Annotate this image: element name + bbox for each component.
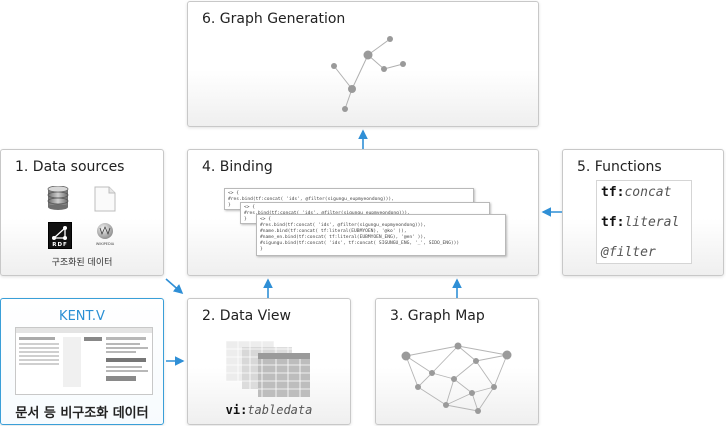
rdf-label: RDF xyxy=(52,242,68,248)
wikipedia-icon xyxy=(97,223,113,239)
code-line: } xyxy=(228,203,231,208)
data-view-box: 2. Data View vi:tabledata xyxy=(187,298,351,425)
graph-generation-box: 6. Graph Generation xyxy=(187,1,539,127)
database-icon xyxy=(47,186,69,210)
graph-map-box: 3. Graph Map xyxy=(375,298,539,425)
document-icon xyxy=(94,186,116,212)
code-line: <> { xyxy=(260,217,272,222)
rdf-icon: RDF xyxy=(48,222,72,249)
function-prefix: tf: xyxy=(601,215,625,230)
code-line: <> { xyxy=(244,205,256,210)
code-line: #res.bind(tf:concat( 'ids', @filter(sigu… xyxy=(244,211,410,216)
binding-code-card-3: <> { #res.bind(tf:concat( 'ids', @filter… xyxy=(256,214,506,256)
kent-screenshot xyxy=(15,327,153,395)
code-line: #res.bind(tf:concat( 'ids', @filter(sigu… xyxy=(228,197,394,202)
arrow-sources-to-dataview xyxy=(165,278,184,295)
graph-map-title: 3. Graph Map xyxy=(390,308,485,324)
function-filter: @filter xyxy=(601,245,656,260)
functions-panel: tf:concat tf:literal @filter xyxy=(596,180,692,264)
data-sources-title: 1. Data sources xyxy=(15,159,125,175)
data-view-title: 2. Data View xyxy=(202,308,291,324)
code-line: #name_en.bind(tf:concat( tf:literal(EUBM… xyxy=(260,235,426,240)
function-name: concat xyxy=(624,185,672,200)
code-line: #name.bind(tf:concat( tf:literal(EUBMYOE… xyxy=(260,229,407,234)
function-name: literal xyxy=(624,215,680,230)
functions-title: 5. Functions xyxy=(577,159,662,175)
function-literal: tf:literal xyxy=(601,215,679,230)
graph-map-illustration xyxy=(401,342,512,414)
caption-prefix: vi: xyxy=(225,403,248,417)
binding-title: 4. Binding xyxy=(202,159,273,175)
code-line: } xyxy=(260,247,263,252)
wikipedia-label: WIKIPEDIA xyxy=(95,242,115,246)
code-line: } xyxy=(244,217,247,222)
data-sources-caption: 구조화된 데이터 xyxy=(51,258,113,268)
function-name: filter xyxy=(608,245,656,260)
code-line: #res.bind(tf:concat( 'ids', @filter(sigu… xyxy=(260,223,426,228)
code-line: <> { xyxy=(228,191,240,196)
functions-box: 5. Functions tf:concat tf:literal @filte… xyxy=(562,149,724,276)
generated-graph-illustration xyxy=(331,36,406,112)
kent-caption: 문서 등 비구조화 데이터 xyxy=(15,406,149,421)
function-prefix: @ xyxy=(601,245,609,260)
function-concat: tf:concat xyxy=(601,185,671,200)
function-prefix: tf: xyxy=(601,185,625,200)
code-line: #sigungu.bind(tf:concat( 'ids', tf:conca… xyxy=(260,241,460,246)
data-sources-box: 1. Data sources RDF WIKIPEDIA 구조화된 데이터 xyxy=(0,149,164,276)
data-view-caption: vi:tabledata xyxy=(188,403,350,417)
kent-box: KENT.V 문서 등 비구조화 데이터 xyxy=(0,298,164,425)
binding-box: 4. Binding <> { #res.bind(tf:concat( 'id… xyxy=(187,149,539,276)
caption-name: tabledata xyxy=(247,403,313,417)
kent-title: KENT.V xyxy=(59,309,105,324)
stacked-tables-illustration xyxy=(225,340,310,397)
graph-generation-title: 6. Graph Generation xyxy=(202,11,346,27)
